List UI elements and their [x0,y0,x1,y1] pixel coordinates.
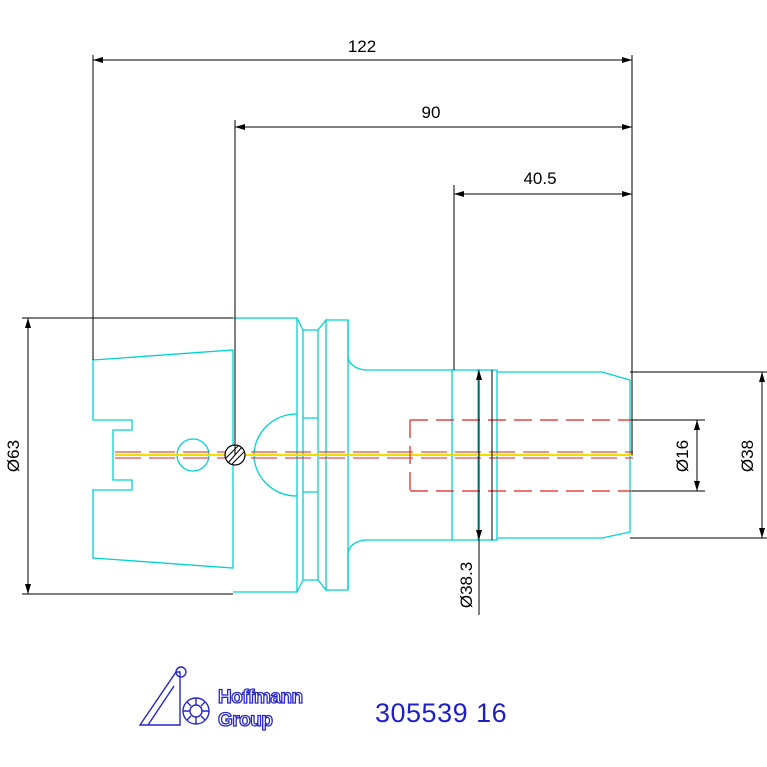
dim-gauge-length: 90 [422,103,441,122]
dim-shank-diameter: Ø38.3 [457,562,476,608]
logo-text-line1: Hoffmann [218,687,303,708]
logo-text-line2: Group [218,710,273,731]
dim-nose-diameter: Ø38 [738,440,757,472]
hidden-bore-lines [409,419,632,492]
dim-bore-depth: 40.5 [523,169,556,188]
dim-flange-diameter: Ø63 [4,440,23,472]
dimension-lines [22,55,767,615]
dimension-arrowheads [25,57,765,594]
dim-overall-length: 122 [348,37,376,56]
center-line [115,451,633,459]
part-number: 305539 16 [375,698,508,728]
dim-bore-diameter: Ø16 [673,440,692,472]
hoffmann-logo-icon [138,666,210,726]
